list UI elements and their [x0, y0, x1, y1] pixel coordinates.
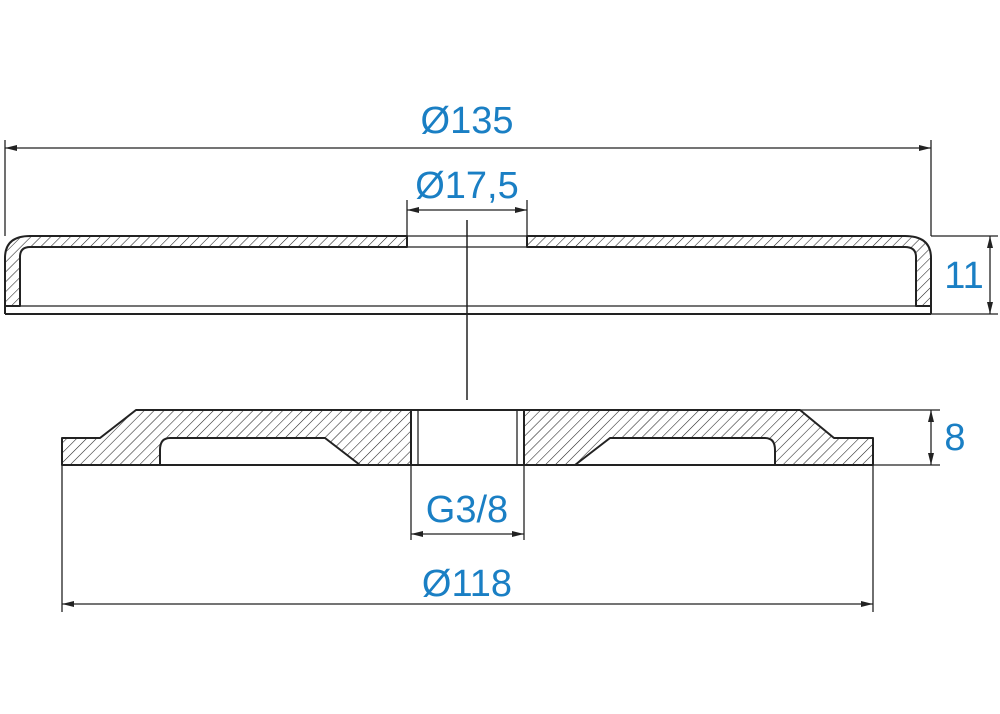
- dimension-outer-diameter-bottom: Ø118: [61, 465, 874, 612]
- dim-label-hole-diameter: Ø17,5: [415, 165, 519, 207]
- dim-label-bottom-height: 8: [944, 417, 965, 459]
- top-cap-right-section: [526, 235, 932, 307]
- thread-bore: [410, 409, 525, 466]
- top-cap-left-section: [4, 235, 408, 307]
- dimension-bottom-height: 8: [800, 409, 966, 466]
- top-cap-part: [4, 235, 932, 315]
- dim-label-top-height: 11: [944, 255, 983, 297]
- bottom-base-left-section: [61, 409, 412, 466]
- dimension-top-height: 11: [931, 235, 998, 315]
- bottom-base-part: [61, 409, 874, 466]
- dim-label-thread: G3/8: [426, 489, 508, 531]
- dimension-hole-diameter: Ø17,5: [406, 165, 528, 236]
- dim-label-top-outer-diameter: Ø135: [421, 100, 514, 142]
- dimension-outer-diameter-top: Ø135: [4, 100, 932, 236]
- dim-label-bottom-outer-diameter: Ø118: [422, 563, 512, 605]
- dimension-thread: G3/8: [410, 465, 525, 540]
- bottom-base-right-section: [523, 409, 874, 466]
